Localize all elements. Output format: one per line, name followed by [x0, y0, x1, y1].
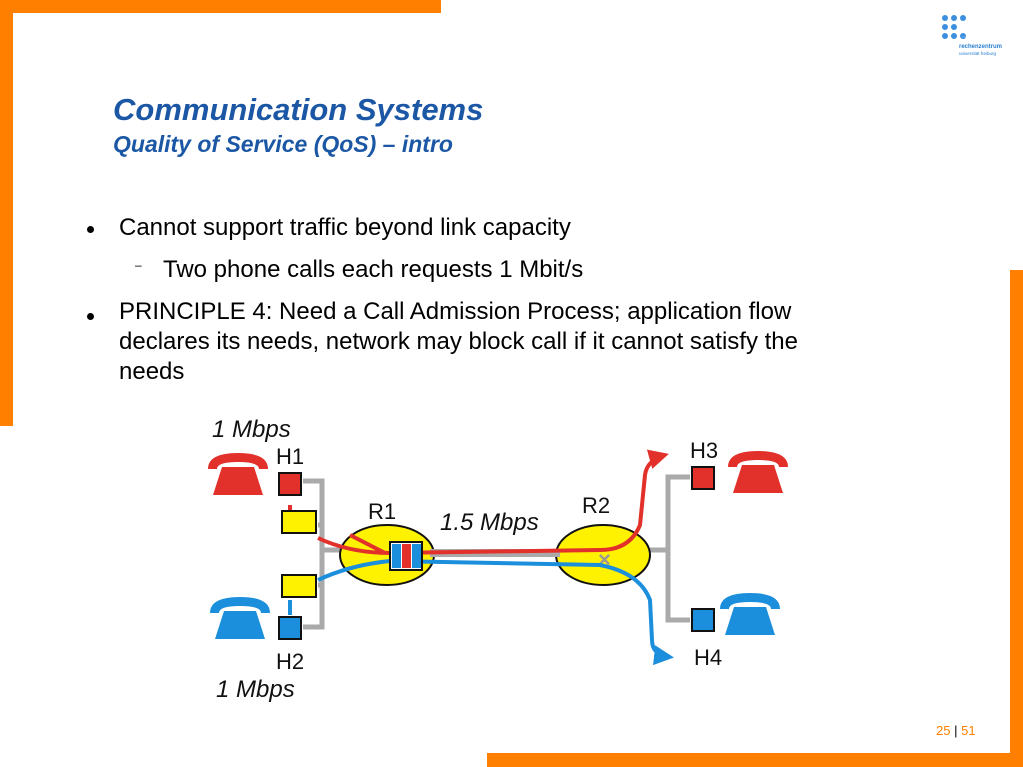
total-pages: 51: [961, 723, 976, 738]
frame-right-bar: [1010, 270, 1023, 767]
host-h1: [278, 472, 302, 496]
logo-institution: universität freiburg: [959, 51, 997, 56]
blue-flow: [317, 558, 674, 666]
bullet-1-text: Cannot support traffic beyond link capac…: [119, 214, 571, 241]
host-h1-label: H1: [276, 444, 304, 469]
router-r1-label: R1: [368, 499, 396, 524]
bullet-dot: [87, 313, 94, 320]
host-h4-label: H4: [694, 645, 722, 670]
frame-left-bar: [0, 0, 13, 426]
phone-icon: [720, 593, 780, 635]
bullet-2-line-1: PRINCIPLE 4: Need a Call Admission Proce…: [119, 298, 792, 325]
page-number: 25 | 51: [936, 723, 976, 738]
rate-bottom-label: 1 Mbps: [216, 676, 295, 703]
phone-icon: [208, 453, 268, 495]
phone-icon: [728, 451, 788, 493]
university-logo: rz rechenzentrum universität freiburg: [936, 12, 1016, 62]
logo-mark: rz: [962, 35, 967, 41]
phone-icon: [210, 597, 270, 639]
host-h4: [691, 608, 715, 632]
host-h2-label: H2: [276, 649, 304, 674]
left-lan-links: [303, 478, 340, 630]
host-h2: [278, 616, 302, 640]
link-rate-label: 1.5 Mbps: [440, 509, 539, 536]
frame-bottom-bar: [487, 753, 1023, 767]
logo-name: rechenzentrum: [959, 44, 1003, 50]
phone-adapter-2: [281, 574, 317, 598]
sub-bullet-1-text: Two phone calls each requests 1 Mbit/s: [163, 256, 584, 283]
slide-title: Communication Systems: [113, 92, 484, 127]
page-separator: |: [954, 723, 958, 738]
right-lan-links: [650, 474, 690, 623]
bullet-dot: [87, 226, 94, 233]
router-r2-label: R2: [582, 493, 610, 518]
network-diagram: × 1 Mbps H1 R1 1.5 Mbps R2 H3 H2 1 Mbps …: [208, 416, 788, 703]
host-h3-label: H3: [690, 438, 718, 463]
r1-queue: [389, 541, 423, 571]
sub-bullet-dash: –: [135, 258, 142, 272]
phone-adapter-1: [281, 510, 317, 534]
slide-subtitle: Quality of Service (QoS) – intro: [113, 131, 453, 157]
frame-top-bar: [0, 0, 441, 13]
current-page: 25: [936, 723, 951, 738]
bullet-2-line-3: needs: [119, 358, 185, 385]
host-h3: [691, 466, 715, 490]
rate-top-label: 1 Mbps: [212, 416, 291, 443]
bullet-2-line-2: declares its needs, network may block ca…: [119, 328, 798, 355]
